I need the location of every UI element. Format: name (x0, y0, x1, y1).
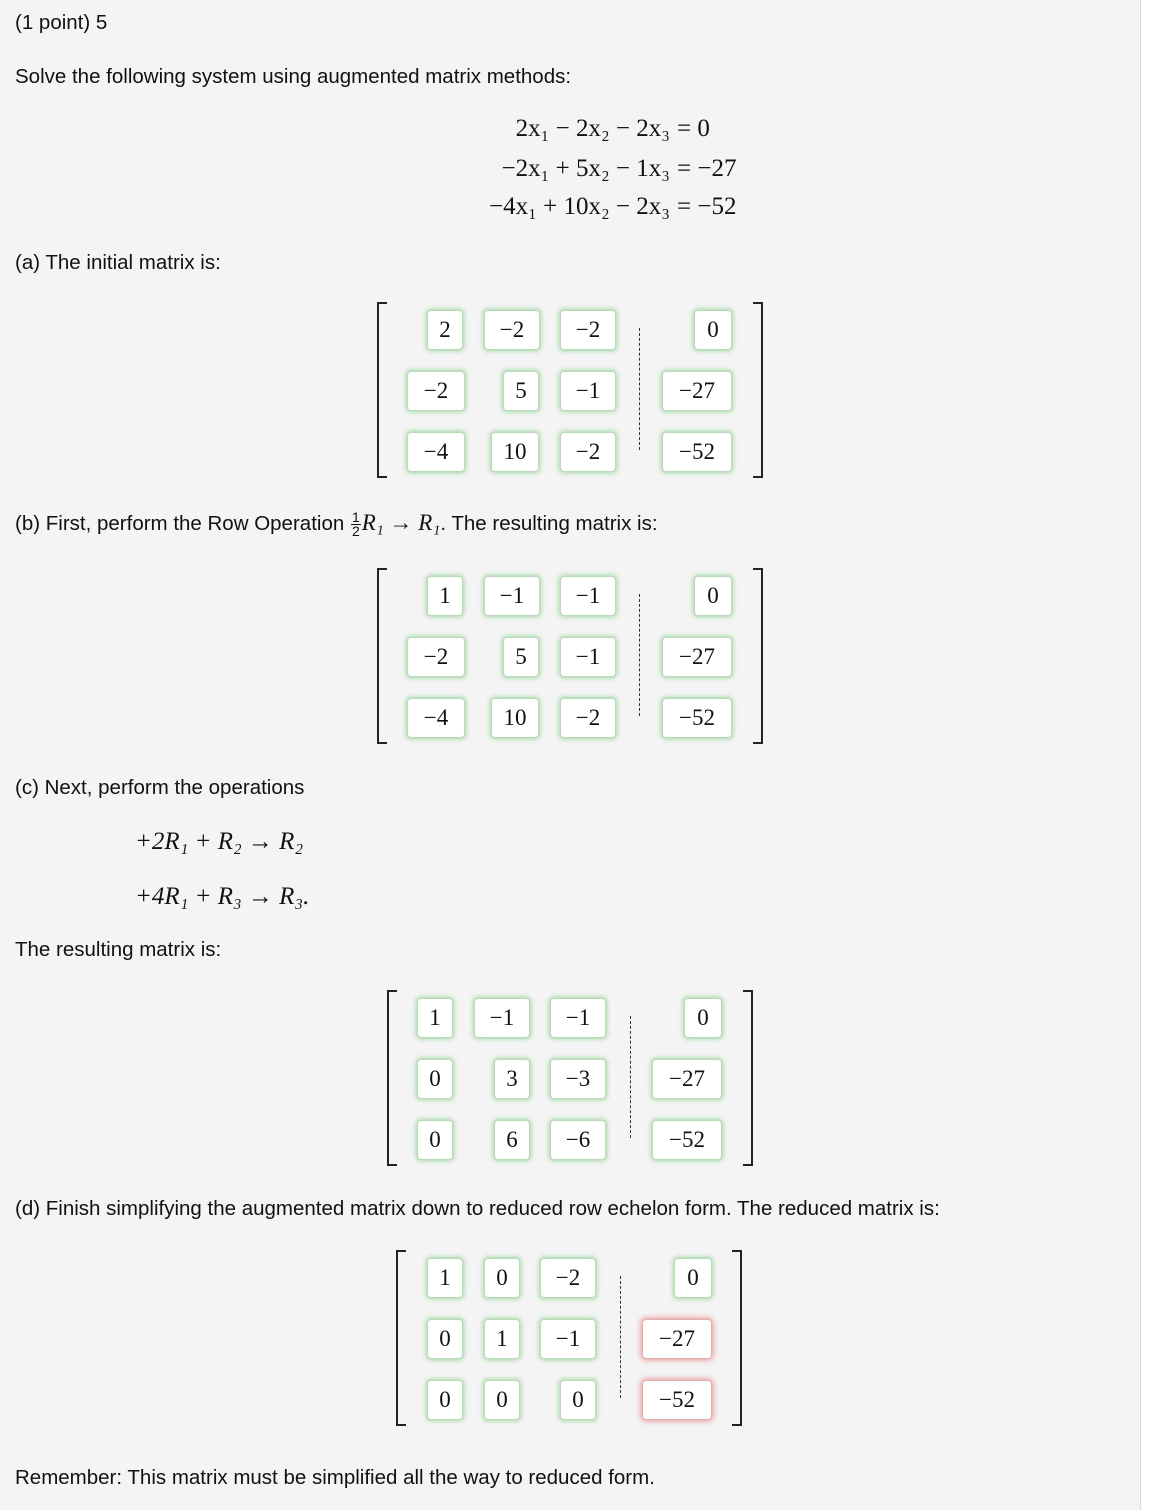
matrix-b-entry-r2c3[interactable]: −1 (560, 637, 616, 677)
matrix-d-entry-r1c3[interactable]: −2 (540, 1258, 596, 1298)
part-c-result-label: The resulting matrix is: (15, 938, 222, 961)
matrix-right-bracket (732, 1250, 742, 1426)
matrix-c-entry-r1c4[interactable]: 0 (684, 998, 722, 1038)
matrix-a-entry-r1c2[interactable]: −2 (484, 310, 540, 350)
matrix-d-entry-r3c1[interactable]: 0 (427, 1380, 463, 1420)
augment-divider (639, 594, 640, 716)
matrix-a-entry-r3c2[interactable]: 10 (491, 432, 539, 472)
equation-rhs: = −52 (677, 193, 737, 220)
matrix-left-bracket (387, 990, 397, 1166)
matrix-d-entry-r2c3[interactable]: −1 (540, 1319, 596, 1359)
matrix-a-entry-r3c3[interactable]: −2 (560, 432, 616, 472)
matrix-b-entry-r2c2[interactable]: 5 (503, 637, 539, 677)
augment-divider (639, 328, 640, 450)
matrix-a-entry-r1c4[interactable]: 0 (694, 310, 732, 350)
row-operation-1: +2R₁ + R₂ → R₂ (135, 828, 304, 855)
equation-lhs: −2x₁ + 5x₂ − 1x₃ (501, 155, 670, 182)
matrix-c-entry-r1c1[interactable]: 1 (417, 998, 453, 1038)
matrix-c-entry-r1c3[interactable]: −1 (550, 998, 606, 1038)
matrix-a-entry-r2c2[interactable]: 5 (503, 371, 539, 411)
matrix-a-entry-r2c4[interactable]: −27 (662, 371, 732, 411)
matrix-right-bracket (753, 568, 763, 744)
part-d-label: (d) Finish simplifying the augmented mat… (15, 1197, 940, 1220)
equation-rhs: = 0 (677, 115, 710, 142)
matrix-b-entry-r3c1[interactable]: −4 (407, 698, 465, 738)
matrix-c: 1 −1 −1 0 0 3 −3 −27 0 6 −6 −52 (387, 990, 753, 1166)
matrix-right-bracket (753, 302, 763, 478)
matrix-c-entry-r2c4[interactable]: −27 (652, 1059, 722, 1099)
matrix-left-bracket (396, 1250, 406, 1426)
part-b-label-start: (b) First, perform the Row Operation (15, 512, 350, 535)
matrix-c-entry-r3c4[interactable]: −52 (652, 1120, 722, 1160)
problem-header: (1 point) 5 (15, 11, 108, 34)
augment-divider (620, 1276, 621, 1398)
matrix-c-entry-r3c1[interactable]: 0 (417, 1120, 453, 1160)
matrix-d-entry-r2c1[interactable]: 0 (427, 1319, 463, 1359)
part-b-label-end: . The resulting matrix is: (440, 512, 658, 535)
matrix-c-entry-r2c2[interactable]: 3 (494, 1059, 530, 1099)
matrix-d-entry-r2c2[interactable]: 1 (484, 1319, 520, 1359)
matrix-a-entry-r1c3[interactable]: −2 (560, 310, 616, 350)
matrix-b: 1 −1 −1 0 −2 5 −1 −27 −4 10 −2 −52 (377, 568, 763, 744)
matrix-a-entry-r3c1[interactable]: −4 (407, 432, 465, 472)
matrix-d-entry-r1c1[interactable]: 1 (427, 1258, 463, 1298)
matrix-b-entry-r1c3[interactable]: −1 (560, 576, 616, 616)
matrix-d-entry-r1c2[interactable]: 0 (484, 1258, 520, 1298)
equation-rhs: = −27 (677, 155, 737, 182)
matrix-d-entry-r2c4[interactable]: −27 (642, 1319, 712, 1359)
matrix-b-entry-r2c1[interactable]: −2 (407, 637, 465, 677)
row-operation-2: +4R₁ + R₃ → R₃. (135, 883, 310, 910)
matrix-left-bracket (377, 302, 387, 478)
matrix-a-entry-r2c3[interactable]: −1 (560, 371, 616, 411)
matrix-b-entry-r3c4[interactable]: −52 (662, 698, 732, 738)
matrix-a: 2 −2 −2 0 −2 5 −1 −27 −4 10 −2 −52 (377, 302, 763, 478)
problem-instruction: Solve the following system using augment… (15, 65, 572, 88)
reminder-note: Remember: This matrix must be simplified… (15, 1466, 655, 1489)
matrix-c-entry-r2c1[interactable]: 0 (417, 1059, 453, 1099)
matrix-d-entry-r3c2[interactable]: 0 (484, 1380, 520, 1420)
augment-divider (630, 1016, 631, 1138)
matrix-b-entry-r2c4[interactable]: −27 (662, 637, 732, 677)
matrix-c-entry-r3c2[interactable]: 6 (494, 1120, 530, 1160)
matrix-d: 1 0 −2 0 0 1 −1 −27 0 0 0 −52 (396, 1250, 742, 1426)
matrix-c-entry-r3c3[interactable]: −6 (550, 1120, 606, 1160)
matrix-b-entry-r1c1[interactable]: 1 (427, 576, 463, 616)
matrix-a-entry-r2c1[interactable]: −2 (407, 371, 465, 411)
matrix-b-entry-r1c4[interactable]: 0 (694, 576, 732, 616)
row-operation: R₁ → R₁ (361, 510, 441, 535)
part-a-label: (a) The initial matrix is: (15, 251, 221, 274)
matrix-a-entry-r3c4[interactable]: −52 (662, 432, 732, 472)
matrix-a-entry-r1c1[interactable]: 2 (427, 310, 463, 350)
matrix-b-entry-r3c2[interactable]: 10 (491, 698, 539, 738)
matrix-d-entry-r3c4[interactable]: −52 (642, 1380, 712, 1420)
matrix-b-entry-r1c2[interactable]: −1 (484, 576, 540, 616)
matrix-b-entry-r3c3[interactable]: −2 (560, 698, 616, 738)
matrix-c-entry-r1c2[interactable]: −1 (474, 998, 530, 1038)
equation-lhs: 2x₁ − 2x₂ − 2x₃ (515, 115, 670, 142)
matrix-left-bracket (377, 568, 387, 744)
matrix-d-entry-r3c3[interactable]: 0 (560, 1380, 596, 1420)
part-c-label: (c) Next, perform the operations (15, 776, 305, 799)
equation-lhs: −4x₁ + 10x₂ − 2x₃ (489, 193, 670, 220)
matrix-c-entry-r2c3[interactable]: −3 (550, 1059, 606, 1099)
matrix-right-bracket (743, 990, 753, 1166)
matrix-d-entry-r1c4[interactable]: 0 (674, 1258, 712, 1298)
